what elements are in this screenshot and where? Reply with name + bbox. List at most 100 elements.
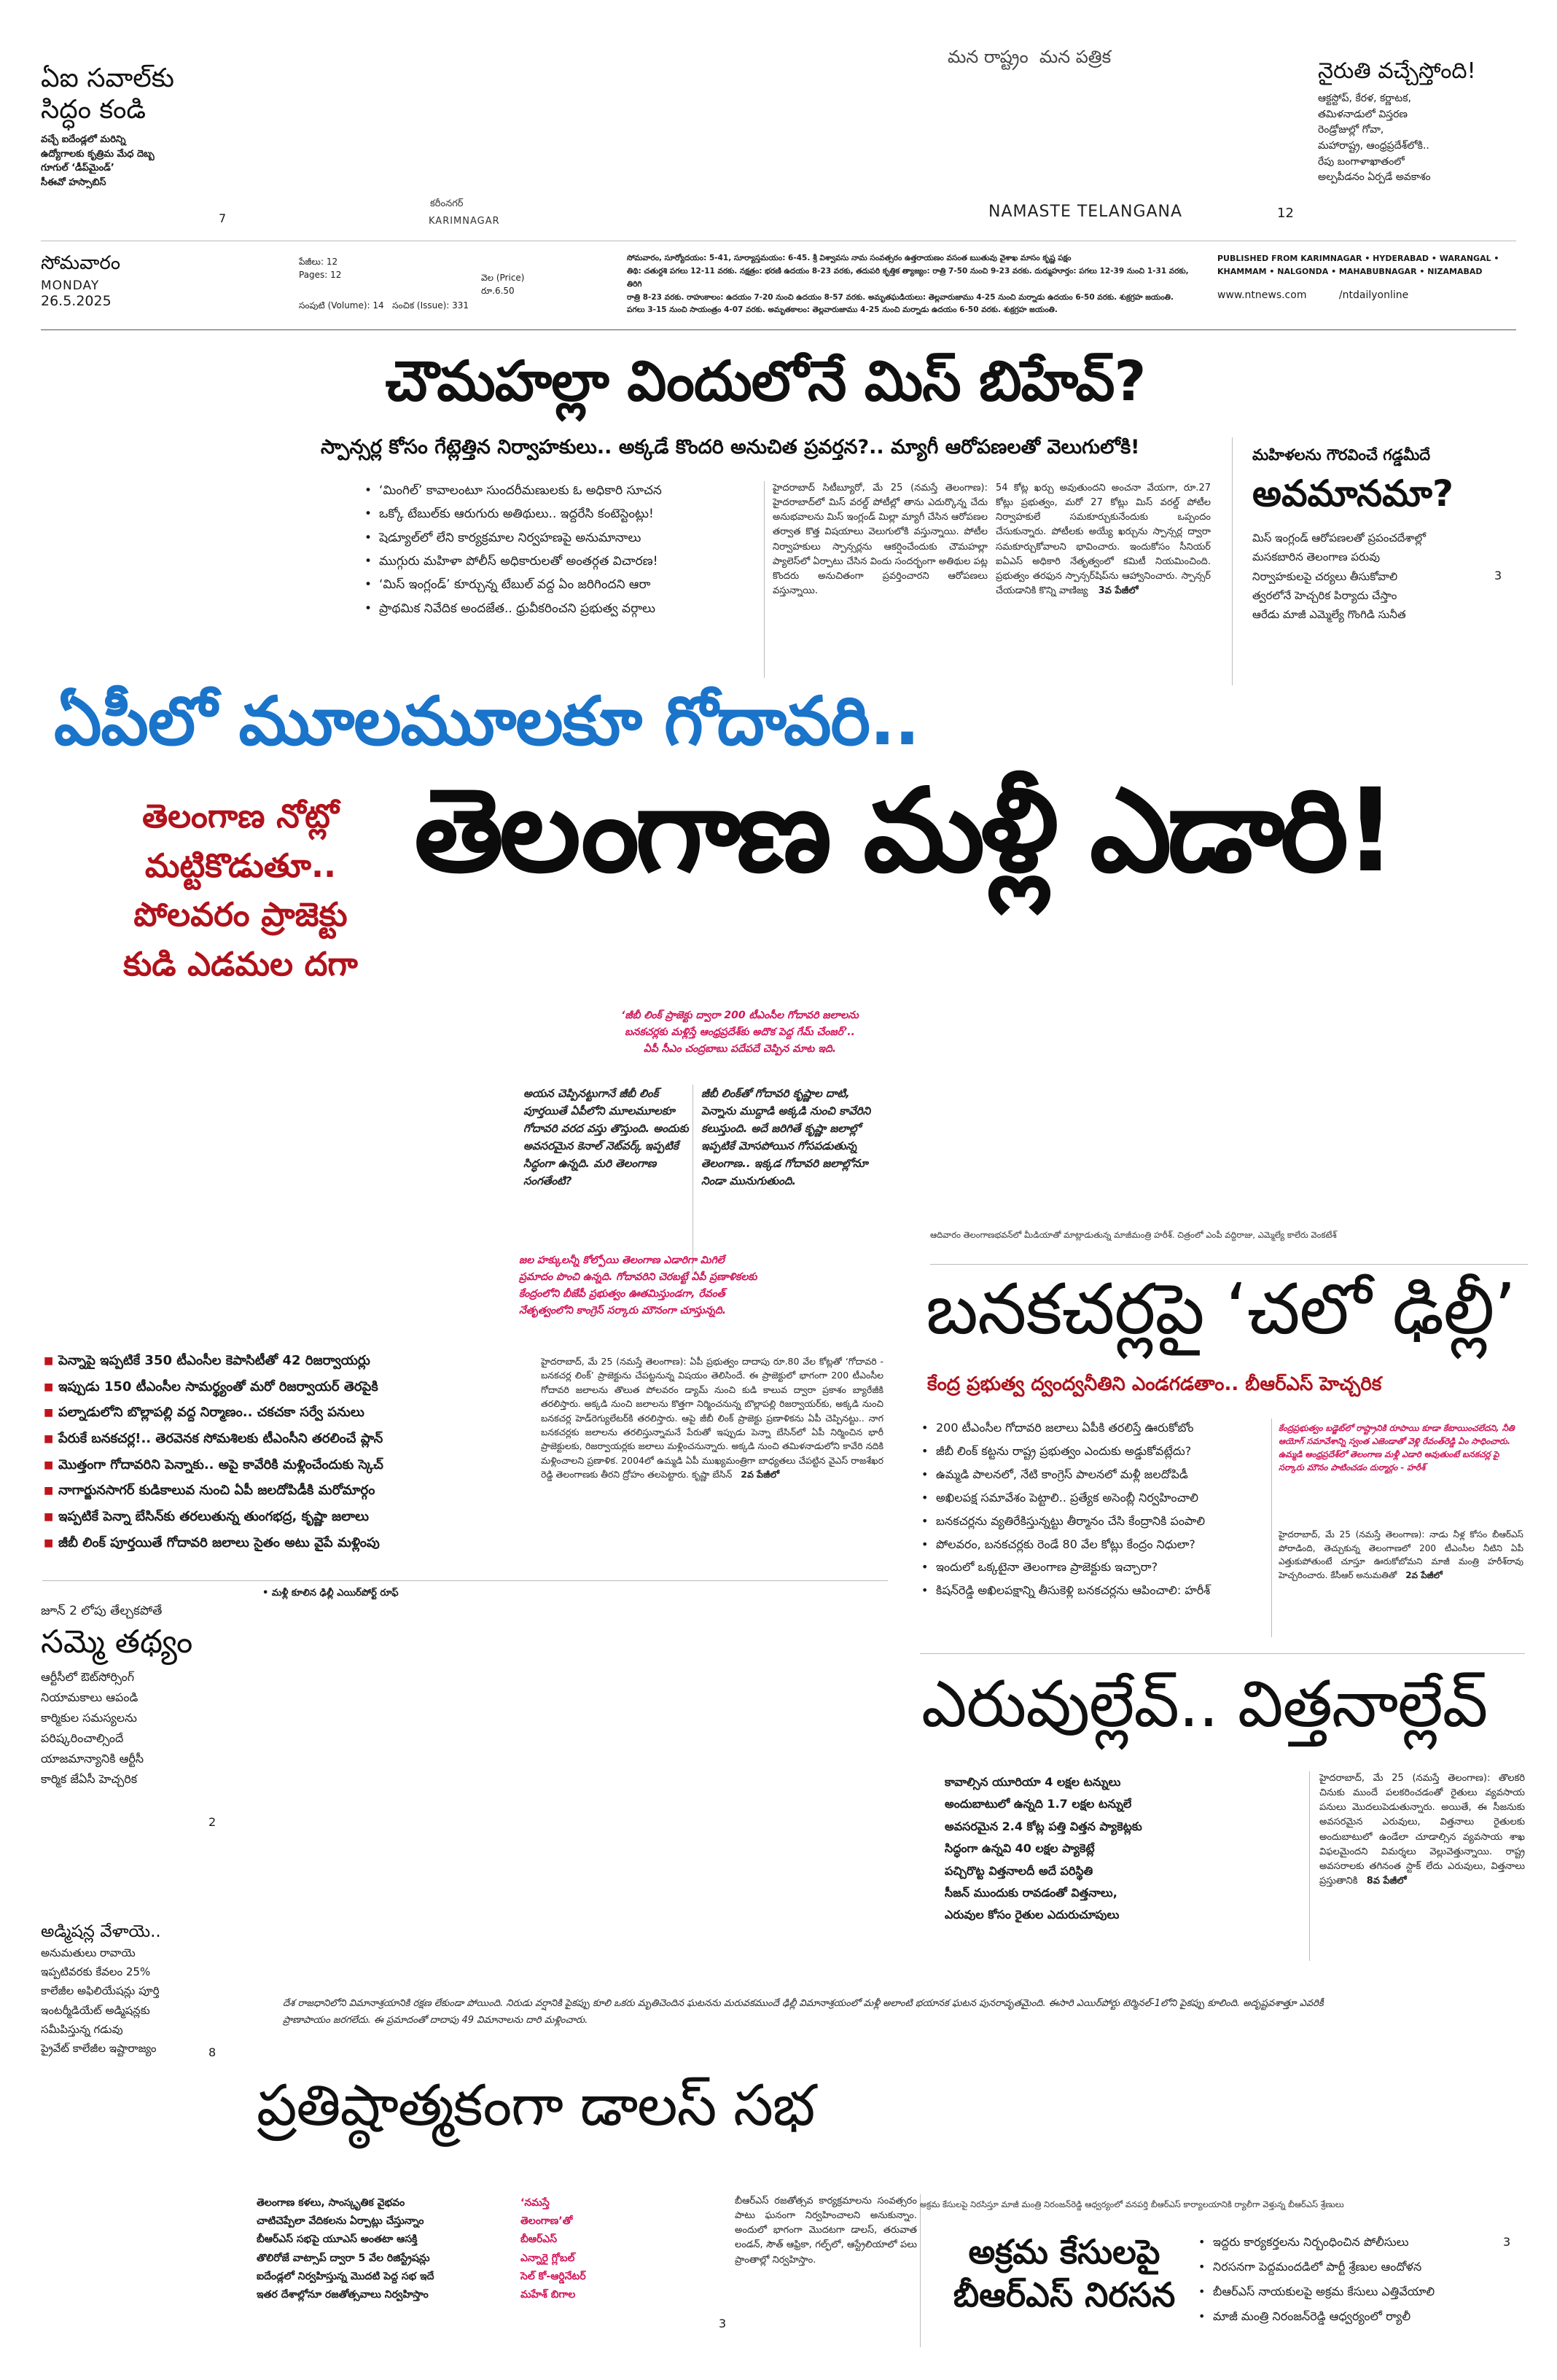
teaser-ai-line: ఉద్యోగాలకు కృత్రిమ మేధ దెబ్బ [41, 148, 155, 160]
dallas-quote-line: తెలంగాణ’తో [520, 2215, 573, 2228]
panchangam-line: రాత్రి 8-23 వరకు. రాహుకాలం: ఉదయం 7-20 ను… [627, 292, 1174, 302]
published-from-label: PUBLISHED FROM [1217, 254, 1298, 263]
brs-bullets: 200 టీఎంసీల గోదావరి జలాలు ఏపీకి తరలిస్తే… [920, 1419, 1263, 1604]
protest-bullet: ఇద్దరు కార్యకర్తలను నిర్బంధించిన పోలీసుల… [1197, 2232, 1518, 2252]
dallas-quote-line: ‘నమస్తే [520, 2197, 550, 2209]
publication-info: PUBLISHED FROM KARIMNAGAR • HYDERABAD • … [1217, 252, 1523, 301]
teaser-college[interactable]: అడ్మిషన్ల వేళాయె.. అనుమతులు రావాయె ఇప్పటి… [41, 1921, 230, 2058]
brand-name[interactable]: NAMASTE TELANGANA [988, 203, 1183, 221]
fertilizer-headline[interactable]: ఎరువుల్లేవ్.. విత్తనాల్లేవ్ [921, 1666, 1488, 1741]
brs-bullet: ఇందులో ఒక్కటైనా తెలంగాణ ప్రాజెక్టుకు ఇచ్… [920, 1558, 1263, 1577]
main-kicker: తెలంగాణ నోట్లోమట్టికొడుతూ..పోలవరం ప్రాజె… [80, 792, 401, 988]
sidebar-line: ఆరేడు మాజీ ఎమ్మెల్యే గొంగిడి సునీత [1252, 608, 1406, 621]
panchangam-line: పగలు 3-15 నుంచి సాయంత్రం 4-07 వరకు. అమృత… [627, 305, 1058, 315]
college-line: ఇప్పటివరకు కేవలం 25% [41, 1965, 151, 1979]
brs-body-text: హైదరాబాద్, మే 25 (నమస్తే తెలంగాణ): నాడు … [1279, 1529, 1523, 1580]
pages-telugu: పేజీలు: 12 [299, 257, 338, 267]
brs-col-rule [1271, 1419, 1272, 1637]
main-continued[interactable]: 2వ పేజీలో [741, 1469, 780, 1480]
issue-date: 26.5.2025 [41, 293, 112, 309]
fertilizer-continued[interactable]: 8వ పేజీలో [1366, 1875, 1407, 1887]
dallas-page: 3 [719, 2317, 727, 2330]
protest-bullet: నిరసనగా పెద్దమందడిలో పార్టీ శ్రేణుల ఆందో… [1197, 2257, 1518, 2277]
protest-left-rule [920, 2194, 921, 2347]
dallas-quote-line: ఎన్నారై గ్లోబల్ [520, 2252, 575, 2264]
main-bottom-rule [42, 1580, 888, 1581]
college-lines: అనుమతులు రావాయెఇప్పటివరకు కేవలం 25%కాలేజ… [41, 1943, 230, 2059]
dallas-quote: ‘నమస్తే తెలంగాణ’తో బీఆర్‌ఎస్ ఎన్నారై గ్లోబల… [520, 2194, 674, 2304]
dallas-line: ఐదేండ్లలో నిర్వహిస్తున్న మొదటి పెద్ద సభ … [257, 2270, 434, 2282]
social-handle[interactable]: /ntdailyonline [1338, 289, 1409, 302]
dallas-quote-line: బీఆర్‌ఎస్ [520, 2233, 558, 2246]
fertilizer-col-rule [1309, 1771, 1310, 1961]
sidebar-line: మసకబారిన తెలంగాణ పరువు [1252, 550, 1381, 564]
main-bullet: జీబీ లింక్ పూర్తయితే గోదావరి జలాలు సైతం … [42, 1532, 538, 1554]
fertilizer-line: కావాల్సిన యూరియా 4 లక్షల టన్నులు [945, 1775, 1121, 1789]
protest-note: అక్రమ కేసులపై నిరసిస్తూ మాజీ మంత్రి నిరం… [920, 2199, 1344, 2209]
college-line: అనుమతులు రావాయె [41, 1946, 136, 1959]
teaser-ai-title-2: సిద్ధం కండి [41, 95, 147, 125]
brs-headline[interactable]: బనకచర్లపై ‘చలో ఢిల్లీ’ [926, 1268, 1516, 1350]
story1-headline[interactable]: చౌమహల్లా విందులోనే మిస్ బిహేవ్? [385, 348, 1146, 413]
related-bullet: • [262, 1588, 272, 1599]
main-body: హైదరాబాద్, మే 25 (నమస్తే తెలంగాణ): ఏపీ ప… [541, 1354, 883, 1567]
protest-page: 3 [1503, 2235, 1511, 2249]
panchangam: సోమవారం, సూర్యోదయం: 5-41, సూర్యాస్తమయం: … [627, 252, 1195, 317]
fertilizer-line: పచ్చిరొట్ట విత్తనాలదీ అదే పరిస్థితి [945, 1863, 1093, 1878]
dallas-headline[interactable]: ప్రతిష్ఠాత్మకంగా డాలస్ సభ [257, 2073, 815, 2139]
brs-bullet: ఉమ్మడి పాలనలో, నేటి కాంగ్రెస్ పాలనలో మళ్… [920, 1465, 1263, 1484]
college-line: ప్రైవేట్ కాలేజీల ఇష్టారాజ్యం [41, 2042, 157, 2056]
main-bullets: పెన్నాపై ఇప్పటికే 350 టీఎంసీల కెపాసిటీతో… [42, 1350, 538, 1558]
teaser-ai[interactable]: ఏఐ సవాల్‌కు సిద్ధం కండి వచ్చే ఐదేండ్లలో … [41, 63, 230, 190]
brs-bullet: బనకచర్లను వ్యతిరేకిస్తున్నట్టు తీర్మానం … [920, 1512, 1263, 1531]
sidebar-page: 3 [1494, 569, 1502, 582]
brs-bullet: 200 టీఎంసీల గోదావరి జలాలు ఏపీకి తరలిస్తే… [920, 1419, 1263, 1437]
main-bullet: పల్నాడులోని బొల్లాపల్లి వద్ద నిర్మాణం.. … [42, 1402, 538, 1424]
monsoon-line: తమిళనాడులో విస్తరణ [1318, 108, 1408, 120]
price-value: రూ.6.50 [481, 286, 515, 296]
protest-headline[interactable]: అక్రమ కేసులపై బీఆర్‌ఎస్ నిరసన [940, 2231, 1188, 2317]
brs-continued[interactable]: 2వ పేజీలో [1405, 1569, 1443, 1580]
sidebar-lines: మిస్ ఇంగ్లండ్ ఆరోపణలతో ప్రపంచదేశాల్లోమసక… [1252, 528, 1529, 624]
brs-bullet: కిషన్‌రెడ్డి అఖిలపక్షాన్ని తీసుకెళ్లి బన… [920, 1581, 1263, 1600]
fertilizer-line: అందుబాటులో ఉన్నది 1.7 లక్షల టన్నులే [945, 1797, 1132, 1811]
story1-col-rule [764, 481, 765, 678]
website-link[interactable]: www.ntnews.com [1217, 289, 1307, 302]
teaser-strike[interactable]: జూన్ 2 లోపు తేల్చకపోతే సమ్మె తథ్యం ఆర్టీ… [41, 1604, 216, 1790]
sidebar-insult[interactable]: మహిళలను గౌరవించే గడ్డమీదే అవమానమా? మిస్ … [1252, 446, 1529, 624]
strike-headline: సమ్మె తథ్యం [41, 1623, 193, 1661]
college-kicker: అడ్మిషన్ల వేళాయె.. [41, 1922, 161, 1941]
monsoon-line: మహారాష్ట్ర, ఆంధ్రప్రదేశ్‌లోకి.. [1318, 140, 1429, 152]
teaser-ai-line: వచ్చే ఐదేండ్లలో మరిన్ని [41, 134, 126, 146]
teaser-ai-page: 7 [219, 211, 227, 225]
protest-headline-1: అక్రమ కేసులపై [968, 2232, 1160, 2271]
dallas-line: తొలిరోజే వాట్సాప్ ద్వారా 5 వేల రిజిస్ట్ర… [257, 2252, 430, 2264]
related-delhi-roof[interactable]: • మళ్లీ కూలిన ఢిల్లీ ఎయిర్‌పోర్ట్ రూఫ్ [262, 1588, 399, 1601]
main-quote: ‘జీబీ లింక్ ప్రాజెక్టు ద్వారా 200 టీఎంసీ… [503, 1007, 977, 1058]
dallas-line: తెలంగాణ కళలు, సాంస్కృతిక వైభవం [257, 2197, 405, 2209]
story1-bullet: ప్రాథమిక నివేదిక అందజేత.. ధ్రువీకరించని … [363, 599, 757, 619]
protest-bullet: మాజీ మంత్రి నిరంజన్‌రెడ్డి ఆధ్వర్యంలో ర్… [1197, 2306, 1518, 2327]
main-pink-line: కేంద్రంలోని బీజేపీ ప్రభుత్వం ఊతమిస్తుండగ… [519, 1288, 725, 1300]
main-pink-line: జల హక్కులన్నీ కోల్పోయి తెలంగాణ ఎడారిగా మ… [519, 1255, 725, 1266]
story1-bullet: ముగ్గురు మహిళా పోలీస్ అధికారులతో అంతర్గత… [363, 552, 757, 571]
fertilizer-line: సిద్ధంగా ఉన్నవి 40 లక్షల ప్యాకెట్లే [945, 1841, 1095, 1856]
main-pink-line: నేతృత్వంలోని కాంగ్రెస్ సర్కారు మౌనంగా చూ… [519, 1305, 727, 1317]
teaser-monsoon[interactable]: నైరుతి వచ్చేస్తోంది! ఆక్టస్టోప్, కేరళ, క… [1318, 57, 1537, 186]
main-pink-note: జల హక్కులన్నీ కోల్పోయి తెలంగాణ ఎడారిగా మ… [519, 1252, 927, 1319]
story1-continued[interactable]: 3వ పేజీలో [1098, 585, 1139, 596]
main-headline[interactable]: తెలంగాణ మళ్లీ ఎడారి! [414, 764, 1397, 898]
story1-col2: 54 కోట్ల ఖర్చు అవుతుందని అంచనా వేయగా, రూ… [996, 481, 1211, 682]
panchangam-line: సోమవారం, సూర్యోదయం: 5-41, సూర్యాస్తమయం: … [627, 254, 1072, 262]
protest-bullet: బీఆర్‌ఎస్ నాయకులపై అక్రమ కేసులు ఎత్తివేయ… [1197, 2282, 1518, 2302]
sidebar-rule [1232, 437, 1233, 685]
day-telugu: సోమవారం [41, 252, 121, 274]
monsoon-line: రెండ్రోజుల్లో గోవా, [1318, 124, 1384, 136]
brs-bullet: పోలవరం, బనకచర్లకు రెండే 80 వేల కోట్లు కే… [920, 1535, 1263, 1554]
dallas-line: బీఆర్‌ఎస్ సభపై యూఎస్ అంతటా ఆసక్తి [257, 2233, 418, 2246]
college-line: సమీపిస్తున్న గడువు [41, 2022, 123, 2036]
price-block: వెల (Price) రూ.6.50 [481, 271, 525, 297]
main-bullet: నాగార్జునసాగర్ కుడికాలువ నుంచి ఏపీ జలదోప… [42, 1480, 538, 1502]
strike-line: ఆర్టీసీలో ఔట్‌సోర్సింగ్ [41, 1670, 135, 1685]
dallas-body: బీఆర్‌ఎస్ రజతోత్సవ కార్యక్రమాలను సంవత్సర… [735, 2196, 917, 2266]
